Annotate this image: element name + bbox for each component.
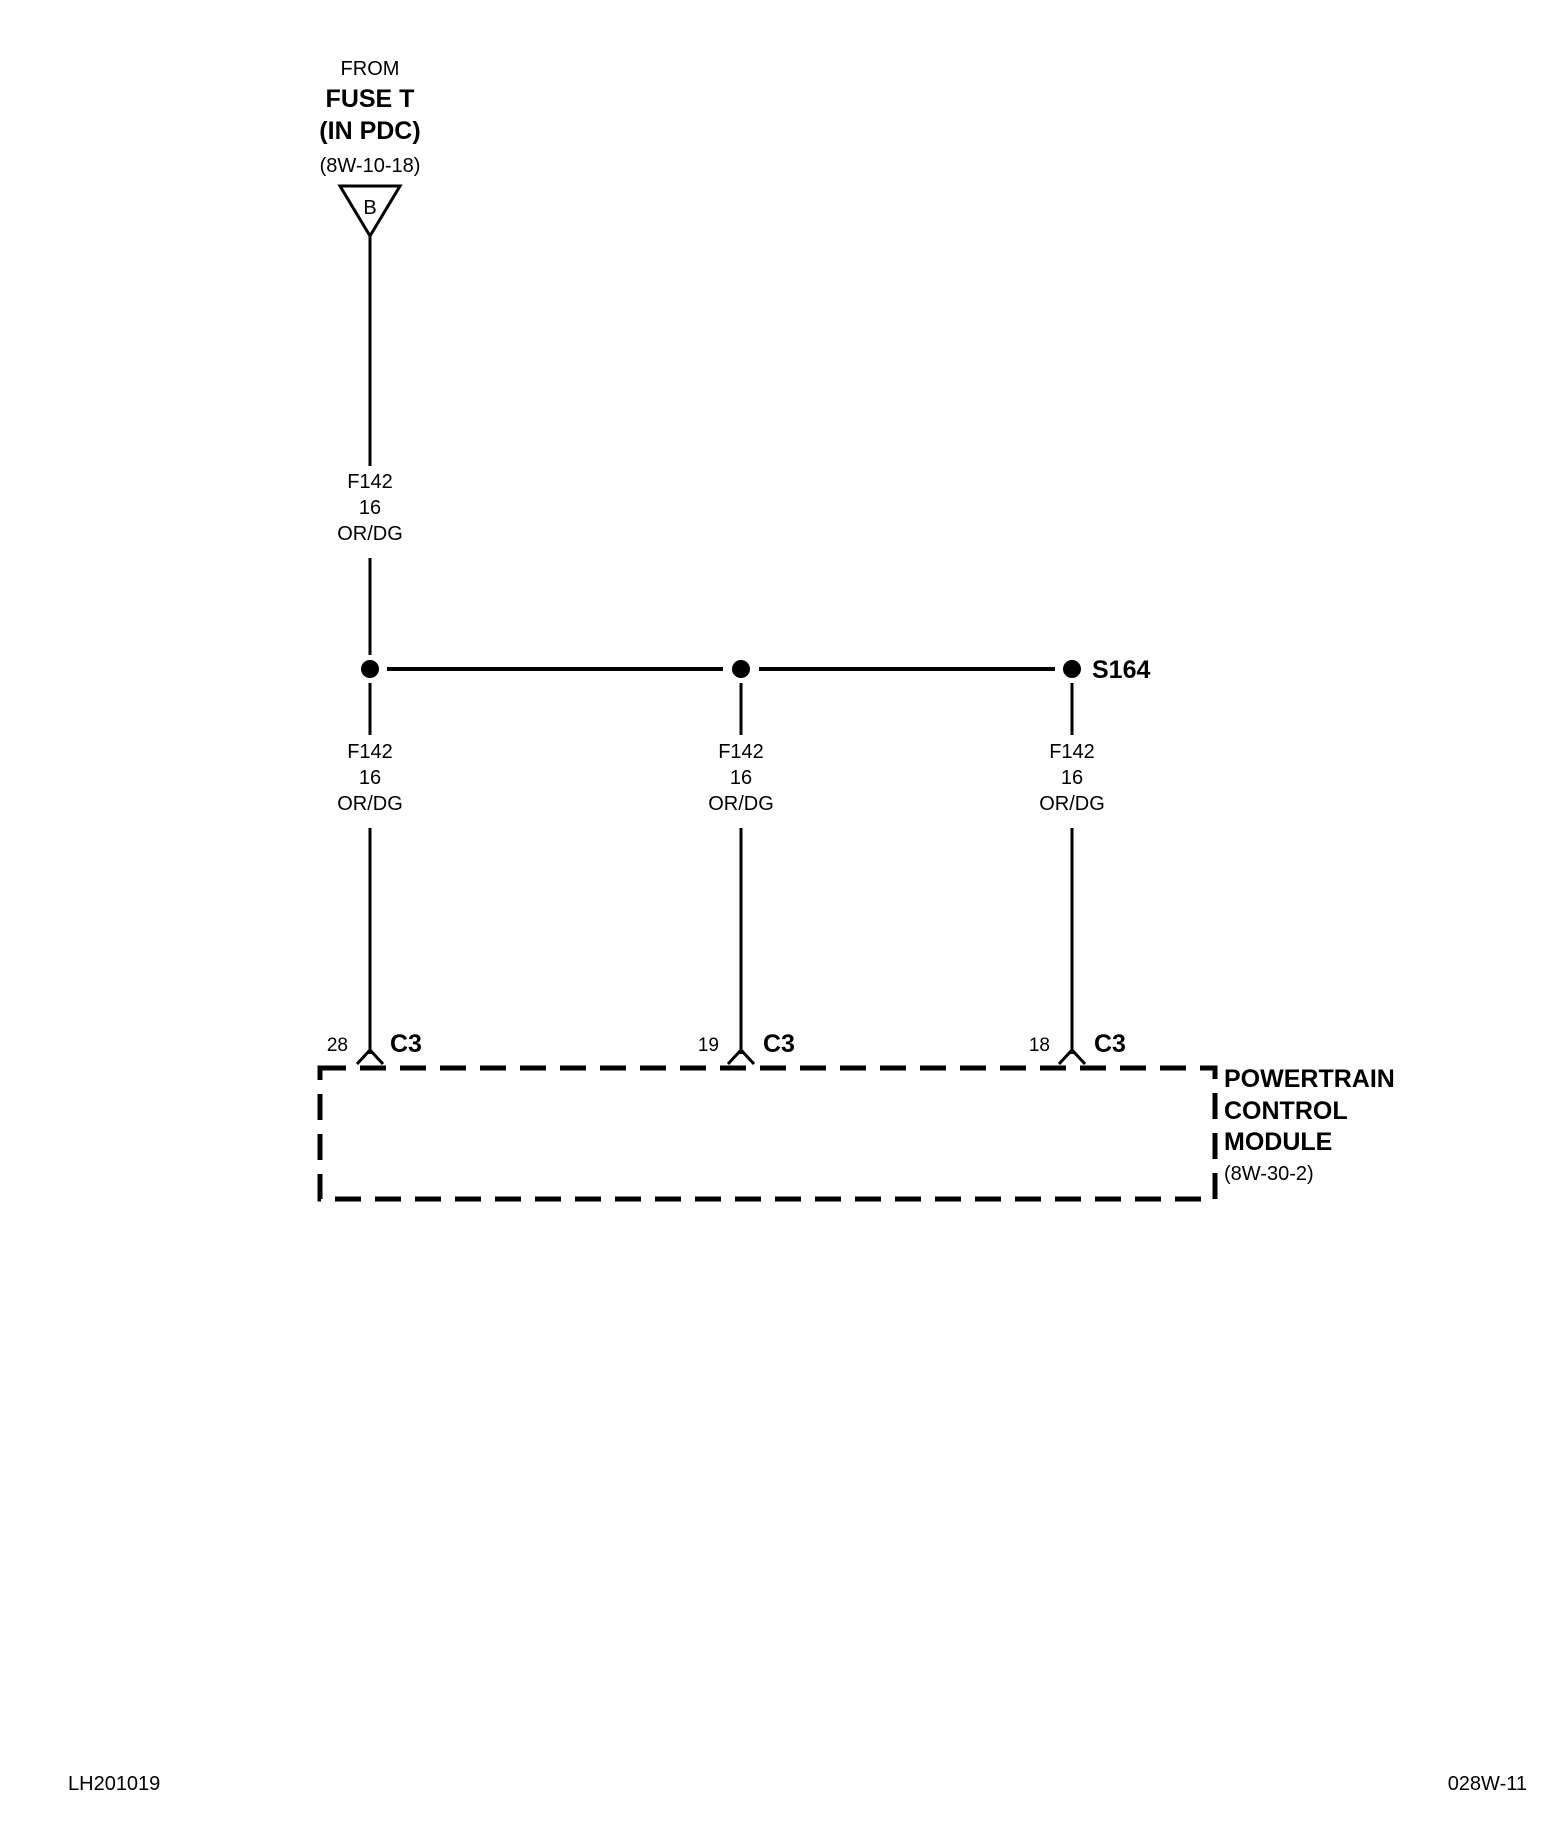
branch-2-gauge: 16 xyxy=(730,767,752,789)
splice-label: S164 xyxy=(1092,656,1150,684)
branch-3-connector: C3 xyxy=(1094,1030,1126,1058)
branch-2-circuit: F142 xyxy=(718,741,764,763)
branch-wire-3: F142 16 OR/DG 18 C3 xyxy=(1029,683,1126,1066)
branch-1-connector: C3 xyxy=(390,1030,422,1058)
source-fuse-label: FUSE T xyxy=(326,85,415,113)
branch-2-pin-terminal xyxy=(726,1047,756,1066)
splice-dot-middle xyxy=(732,660,750,678)
source-from-label: FROM xyxy=(341,58,400,80)
branch-3-circuit: F142 xyxy=(1049,741,1095,763)
branch-wire-2: F142 16 OR/DG 19 C3 xyxy=(698,683,795,1066)
source-page-ref: (8W-10-18) xyxy=(320,155,421,177)
branch-1-pin-terminal xyxy=(355,1047,385,1066)
branch-1-pin-number: 28 xyxy=(327,1035,348,1056)
branch-1-gauge: 16 xyxy=(359,767,381,789)
branch-3-gauge: 16 xyxy=(1061,767,1083,789)
branch-1-color: OR/DG xyxy=(337,793,403,815)
feed-wire-gauge: 16 xyxy=(359,497,381,519)
module-box xyxy=(317,1065,1218,1202)
source-location-label: (IN PDC) xyxy=(319,117,420,145)
branch-2-connector: C3 xyxy=(763,1030,795,1058)
source-connector-triangle xyxy=(337,184,403,239)
module-name-line-2: CONTROL xyxy=(1224,1097,1348,1125)
branch-2-color: OR/DG xyxy=(708,793,774,815)
footer-right-code: 028W-11 xyxy=(1448,1773,1527,1795)
feed-wire-color: OR/DG xyxy=(337,523,403,545)
splice-dot-left xyxy=(361,660,379,678)
splice-dot-right xyxy=(1063,660,1081,678)
branch-2-pin-number: 19 xyxy=(698,1035,719,1056)
source-connector: B xyxy=(337,184,403,239)
feed-wire-circuit: F142 xyxy=(347,471,393,493)
module-name-line-1: POWERTRAIN xyxy=(1224,1065,1395,1093)
module-page-ref: (8W-30-2) xyxy=(1224,1163,1314,1185)
branch-wire-1: F142 16 OR/DG 28 C3 xyxy=(327,683,422,1066)
branch-1-circuit: F142 xyxy=(347,741,393,763)
branch-3-pin-number: 18 xyxy=(1029,1035,1050,1056)
footer-left-code: LH201019 xyxy=(68,1773,160,1795)
branch-3-pin-terminal xyxy=(1057,1047,1087,1066)
module-name-line-3: MODULE xyxy=(1224,1128,1332,1156)
source-connector-letter: B xyxy=(363,197,376,219)
branch-3-color: OR/DG xyxy=(1039,793,1105,815)
